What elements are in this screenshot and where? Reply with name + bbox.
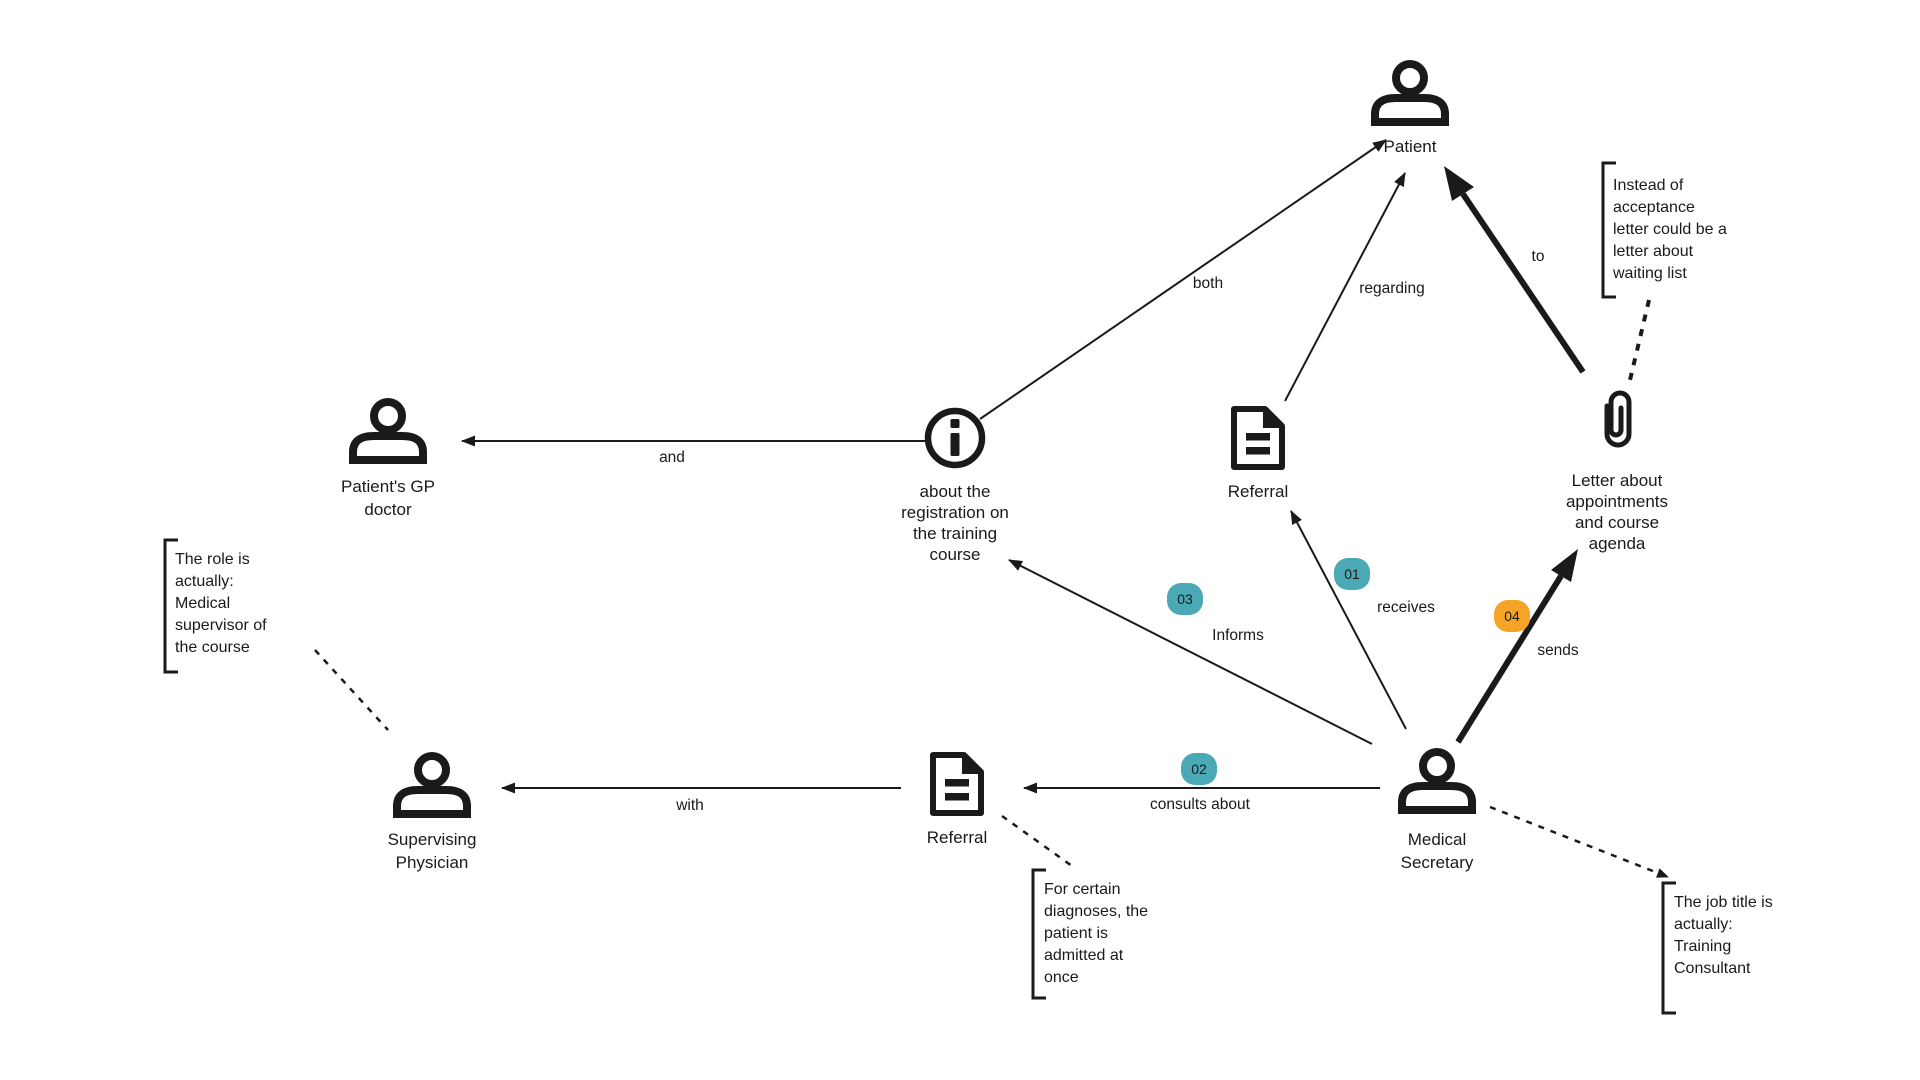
annotation-job-title-line2: actually: — [1674, 916, 1733, 933]
annotation-bracket — [1601, 161, 1616, 299]
referral-bottom-label: Referral — [927, 828, 987, 847]
edge-sends-arrowhead — [1551, 549, 1578, 582]
edge-label-and: and — [659, 449, 685, 466]
edge-labels: both and regarding to receives Informs s… — [659, 248, 1579, 814]
edge-label-informs: Informs — [1212, 627, 1264, 644]
annotation-job-title-line1: The job title is — [1674, 894, 1773, 911]
document-icon — [1231, 406, 1285, 470]
person-icon — [1371, 60, 1449, 126]
edge-to-arrowhead — [1444, 166, 1474, 201]
gp-doctor-label-line1: Patient's GP — [341, 477, 435, 496]
annotation-connectors — [314, 299, 1669, 879]
node-referral-top[interactable]: Referral — [1228, 406, 1288, 501]
badge-03-shape — [1167, 583, 1203, 615]
connector-role — [314, 649, 389, 731]
medical-secretary-label-line2: Secretary — [1401, 853, 1474, 872]
registration-info-line1: about the — [920, 482, 991, 501]
registration-info-line3: the training — [913, 524, 997, 543]
edge-label-consults-about: consults about — [1150, 796, 1251, 813]
annotation-role-line4: supervisor of — [175, 617, 267, 634]
annotation-waiting-list-line5: waiting list — [1612, 265, 1687, 282]
badge-03[interactable]: 03 — [1167, 583, 1203, 615]
annotation-role-line3: Medical — [175, 595, 230, 612]
annotation-bracket — [163, 538, 178, 674]
edge-label-to: to — [1532, 248, 1545, 265]
badge-02[interactable]: 02 — [1181, 753, 1217, 785]
edges-layer — [461, 139, 1407, 794]
annotation-admitted-line5: once — [1044, 969, 1079, 986]
annotation-waiting-list-line4: letter about — [1613, 243, 1694, 260]
annotation-bracket — [1661, 881, 1676, 1015]
letter-label-line3: and course — [1575, 513, 1659, 532]
annotation-job-title-line3: Training — [1674, 938, 1731, 955]
gp-doctor-label-line2: doctor — [364, 500, 412, 519]
edge-sends-thick — [1455, 549, 1578, 744]
badge-01-shape — [1334, 558, 1370, 590]
person-icon — [1398, 748, 1476, 814]
connector-admitted — [1001, 814, 1073, 868]
connector-job-title — [1489, 805, 1669, 879]
badge-01[interactable]: 01 — [1334, 558, 1370, 590]
medical-secretary-label-line1: Medical — [1408, 830, 1467, 849]
patient-label: Patient — [1384, 137, 1437, 156]
annotation-admitted-line4: admitted at — [1044, 947, 1124, 964]
node-supervising-physician[interactable]: Supervising Physician — [388, 752, 477, 872]
supervising-physician-label-line2: Physician — [396, 853, 469, 872]
annotation-waiting-list-line1: Instead of — [1613, 177, 1684, 194]
node-letter[interactable]: Letter about appointments and course age… — [1566, 390, 1668, 553]
node-medical-secretary[interactable]: Medical Secretary — [1398, 748, 1476, 872]
edge-receives-line — [1290, 510, 1407, 730]
letter-label-line1: Letter about — [1572, 471, 1663, 490]
person-icon — [393, 752, 471, 818]
edge-label-with: with — [675, 797, 704, 814]
edge-label-both: both — [1193, 275, 1223, 292]
node-gp-doctor[interactable]: Patient's GP doctor — [341, 398, 435, 519]
annotation-role-line5: the course — [175, 639, 250, 656]
edge-to-thick — [1444, 166, 1586, 374]
edge-label-regarding: regarding — [1359, 280, 1425, 297]
annotation-role: The role is actually: Medical supervisor… — [163, 538, 267, 674]
annotation-job-title: The job title is actually: Training Cons… — [1661, 881, 1773, 1015]
edge-regarding-line — [1284, 172, 1406, 402]
annotation-bracket — [1031, 868, 1046, 1000]
annotation-admitted: For certain diagnoses, the patient is ad… — [1031, 868, 1148, 1000]
edge-label-receives: receives — [1377, 599, 1435, 616]
annotation-admitted-line3: patient is — [1044, 925, 1108, 942]
annotation-admitted-line2: diagnoses, the — [1044, 903, 1148, 920]
badge-01-label: 01 — [1344, 566, 1360, 582]
letter-label-line4: agenda — [1589, 534, 1646, 553]
info-icon — [924, 407, 986, 469]
registration-info-line2: registration on — [901, 503, 1009, 522]
annotation-admitted-line1: For certain — [1044, 881, 1120, 898]
node-registration-info[interactable]: about the registration on the training c… — [901, 407, 1009, 564]
annotation-waiting-list-line2: acceptance — [1613, 199, 1695, 216]
annotation-job-title-line4: Consultant — [1674, 960, 1751, 977]
supervising-physician-label-line1: Supervising — [388, 830, 477, 849]
edge-label-sends: sends — [1537, 642, 1579, 659]
badge-03-label: 03 — [1177, 591, 1193, 607]
connector-waiting-list — [1628, 299, 1651, 381]
annotation-role-line2: actually: — [175, 573, 234, 590]
badge-04-shape — [1494, 600, 1530, 632]
node-patient[interactable]: Patient — [1371, 60, 1449, 156]
referral-top-label: Referral — [1228, 482, 1288, 501]
document-icon — [930, 752, 984, 816]
badge-04-label: 04 — [1504, 608, 1520, 624]
node-referral-bottom[interactable]: Referral — [927, 752, 987, 847]
badge-02-shape — [1181, 753, 1217, 785]
annotation-waiting-list: Instead of acceptance letter could be a … — [1601, 161, 1727, 299]
annotation-waiting-list-line3: letter could be a — [1613, 221, 1727, 238]
person-icon — [349, 398, 427, 464]
letter-label-line2: appointments — [1566, 492, 1668, 511]
annotation-role-line1: The role is — [175, 551, 250, 568]
badge-04[interactable]: 04 — [1494, 600, 1530, 632]
edge-both-line — [979, 139, 1387, 420]
badge-02-label: 02 — [1191, 761, 1207, 777]
paperclip-icon — [1604, 390, 1632, 448]
edge-informs-line — [1008, 559, 1373, 745]
registration-info-line4: course — [929, 545, 980, 564]
